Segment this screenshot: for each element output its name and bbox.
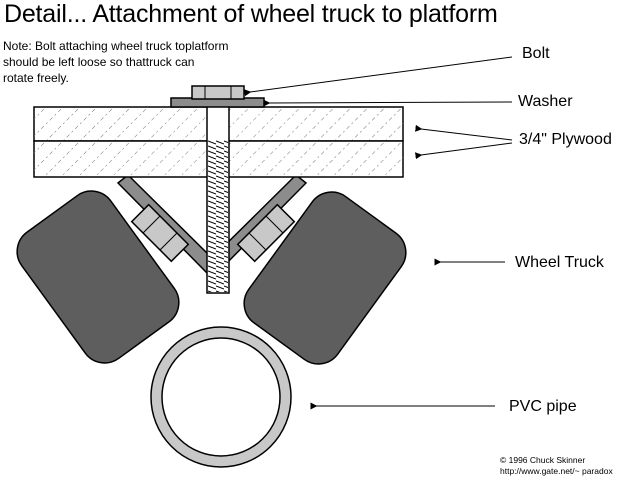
wheel-left [16, 190, 180, 364]
label-pvc-pipe: PVC pipe [509, 398, 577, 415]
label-wheel-truck: Wheel Truck [515, 254, 604, 271]
bolt-head [191, 85, 245, 100]
bolt-threads [208, 140, 228, 292]
arrow-washer [263, 99, 513, 107]
arrow-bolt [243, 56, 513, 97]
label-washer: Washer [518, 93, 573, 110]
arrow-plywood-top [415, 124, 513, 141]
axle-nut-right [236, 203, 296, 263]
label-bolt: Bolt [522, 45, 550, 62]
wheel-right [243, 191, 407, 365]
diagram-title: Detail... Attachment of wheel truck to p… [4, 0, 498, 28]
note-text: Note: Bolt attaching wheel truck toplatf… [3, 39, 229, 85]
pvc-pipe-inner [161, 337, 281, 457]
copyright-credit: © 1996 Chuck Skinner http://www.gate.net… [500, 455, 613, 476]
label-plywood: 3/4" Plywood [519, 131, 612, 148]
arrow-plywood-bottom [414, 142, 513, 160]
axle-nut-left [130, 203, 190, 263]
